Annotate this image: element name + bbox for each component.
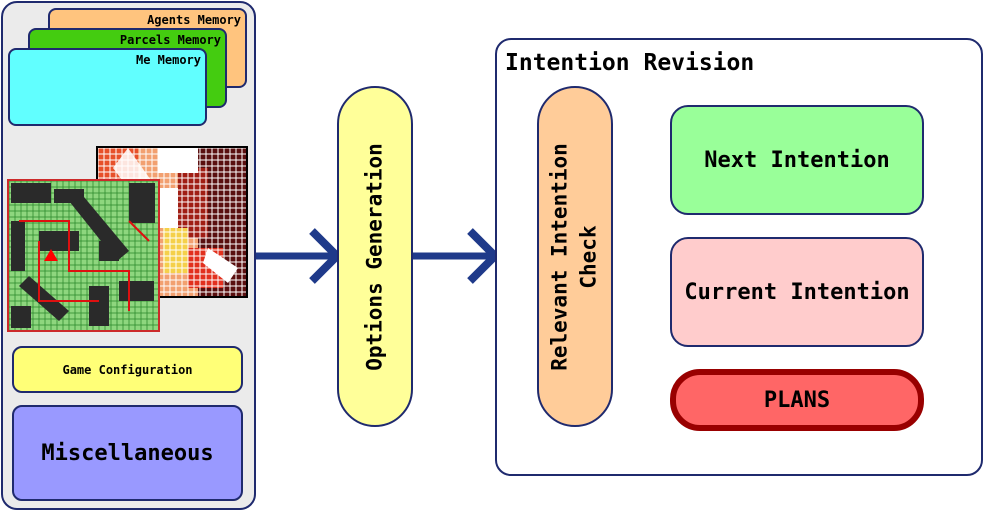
parcels-memory-label: Parcels Memory xyxy=(119,33,221,47)
current-intention-box: Current Intention xyxy=(670,237,924,347)
miscellaneous-label: Miscellaneous xyxy=(41,440,214,466)
game-configuration-label: Game Configuration xyxy=(62,362,193,377)
plans-box: PLANS xyxy=(670,369,924,431)
next-intention-box: Next Intention xyxy=(670,105,924,215)
next-intention-label: Next Intention xyxy=(704,147,890,173)
options-generation-block: Options Generation xyxy=(337,86,413,427)
options-generation-label: Options Generation xyxy=(362,142,387,371)
miscellaneous-card: Miscellaneous xyxy=(12,405,243,501)
game-configuration-card: Game Configuration xyxy=(12,346,243,393)
agents-memory-label: Agents Memory xyxy=(147,13,241,27)
intention-revision-title: Intention Revision xyxy=(505,50,755,76)
relevant-intention-check-block: Relevant Intention Check xyxy=(537,86,613,427)
me-memory-label: Me Memory xyxy=(135,53,201,67)
current-intention-label: Current Intention xyxy=(684,279,910,305)
grid-map-image xyxy=(7,179,160,332)
plans-label: PLANS xyxy=(763,387,831,413)
relevant-intention-check-label: Relevant Intention Check xyxy=(547,142,601,371)
me-memory-card: Me Memory xyxy=(8,48,207,126)
